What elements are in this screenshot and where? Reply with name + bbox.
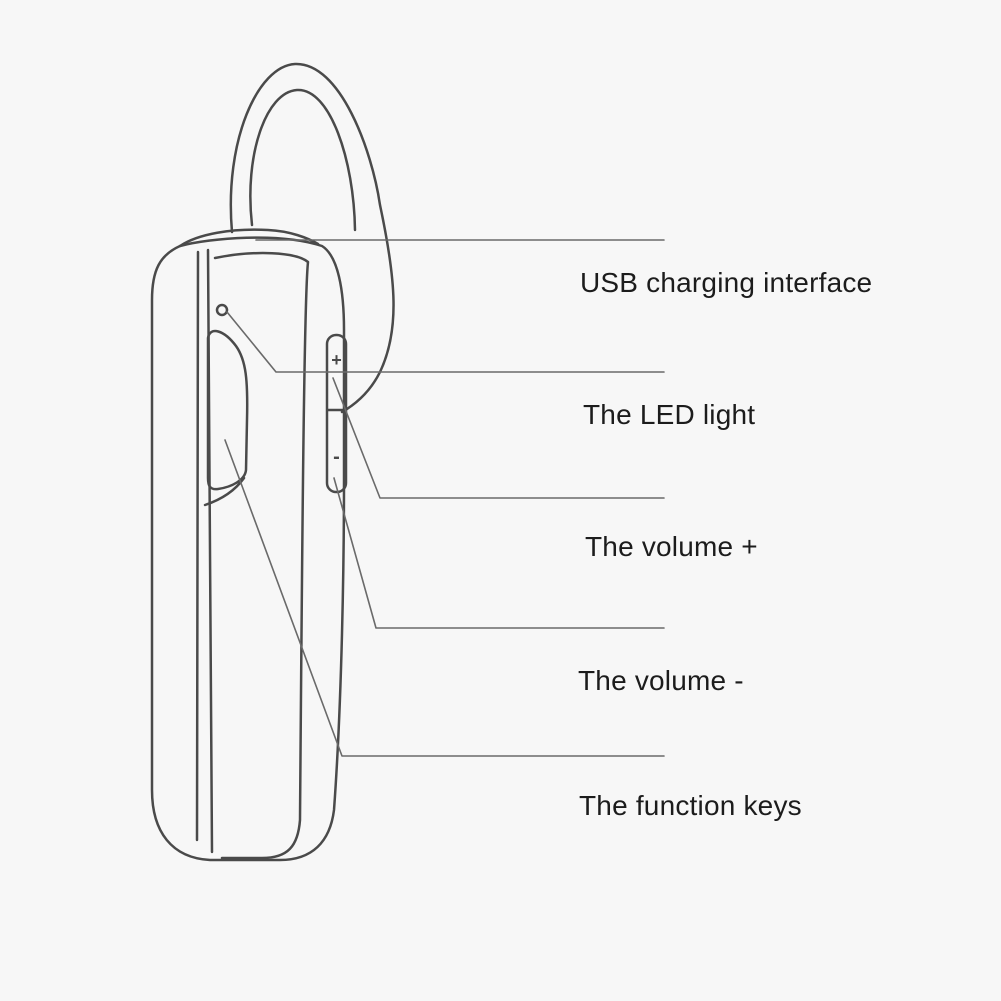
- callout-volume-down: The volume -: [578, 665, 744, 696]
- leader-line-led: [226, 311, 665, 373]
- callout-usb-charging-interface: USB charging interface: [580, 267, 873, 298]
- volume-rocker: [325, 333, 348, 494]
- volume-minus-symbol: -: [333, 446, 340, 468]
- front-panel: [213, 251, 310, 860]
- leader-line-volume-up: [332, 377, 665, 499]
- leader-line-volume-down: [333, 477, 665, 629]
- led-light: [215, 303, 229, 317]
- callout-function-keys: The function keys: [579, 790, 802, 821]
- volume-plus-symbol: +: [331, 350, 342, 370]
- usb-charging-port: [178, 228, 320, 248]
- body-seam: [195, 248, 214, 854]
- callout-led-light: The LED light: [583, 399, 756, 430]
- function-key: [206, 329, 249, 491]
- callout-volume-up: The volume +: [585, 531, 758, 562]
- earpiece-body: [150, 236, 346, 862]
- leader-line-function-keys: [224, 439, 665, 757]
